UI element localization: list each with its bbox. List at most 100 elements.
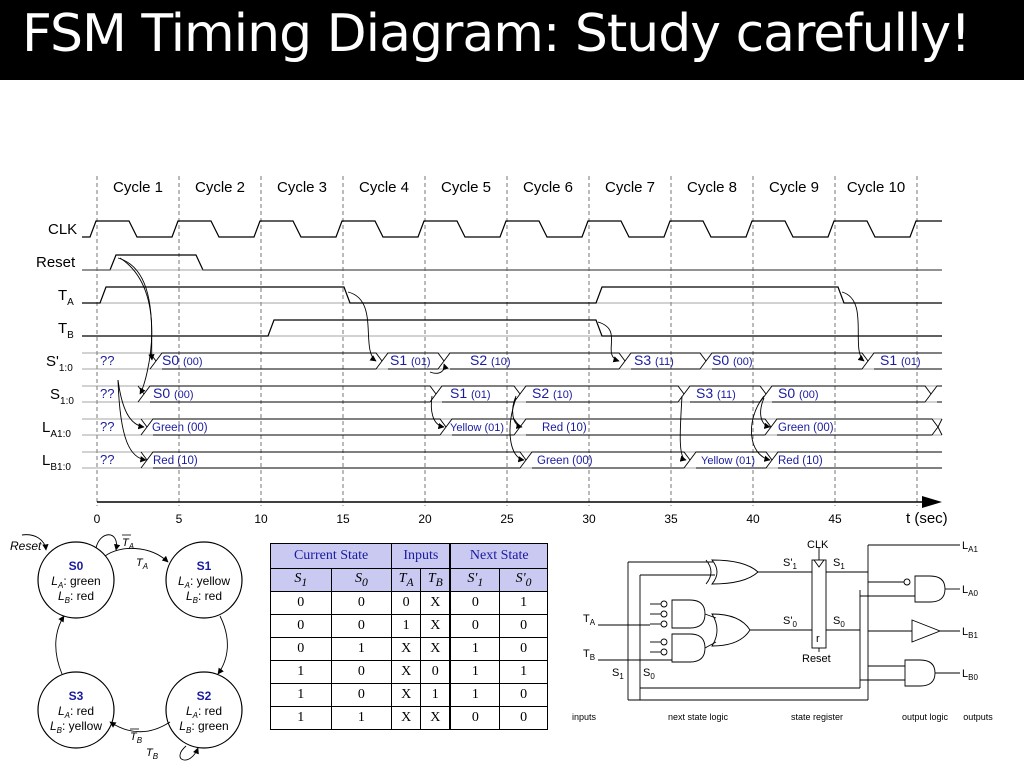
state-transitions <box>55 534 228 761</box>
reset-waveform <box>82 254 942 271</box>
table-cell: 0 <box>499 706 548 730</box>
la-label: LA1:0 <box>42 419 71 440</box>
la-value: Yellow (01) <box>450 422 504 434</box>
unknown-value: ?? <box>100 419 114 434</box>
output-la1: LA1 <box>962 540 978 554</box>
table-cell: 0 <box>391 591 422 615</box>
s-value: S2 (10) <box>532 385 573 401</box>
table-group-header: Next State <box>449 543 549 569</box>
table-cell: 0 <box>270 637 332 661</box>
table-cell: 1 <box>270 706 332 730</box>
sp0-label: S'0 <box>783 615 797 629</box>
sp-value: S3 (11) <box>634 352 674 368</box>
table-cell: 0 <box>330 614 393 638</box>
reset-label: Reset <box>36 254 76 271</box>
table-cell: X <box>391 706 422 730</box>
table-cell: 0 <box>449 591 501 615</box>
sprime-label: S'1:0 <box>46 353 73 374</box>
time-axis: 0 5 10 15 20 25 30 35 40 45 t (sec) <box>94 496 948 527</box>
tick-label: 25 <box>500 512 514 526</box>
cycle-label: Cycle 8 <box>687 179 737 196</box>
output-lb0: LB0 <box>962 668 978 682</box>
lb-label: LB1:0 <box>42 452 71 473</box>
state-la: LA: red <box>186 704 222 720</box>
state-diagram: Reset S0 LA: green LB: red S1 LA: yellow… <box>10 534 243 761</box>
ta-label: TA <box>58 287 74 308</box>
lb-value: Red (10) <box>778 455 823 467</box>
lb-value: Yellow (01) <box>701 455 755 467</box>
unknown-value: ?? <box>100 353 114 368</box>
s1-label: S1 <box>833 557 845 571</box>
tick-label: 0 <box>94 512 101 526</box>
s-label: S1:0 <box>50 386 74 407</box>
output-lb1: LB1 <box>962 626 978 640</box>
ta-input-label: TA <box>583 613 596 627</box>
table-cell: 0 <box>270 591 332 615</box>
table-cell: 1 <box>449 683 501 707</box>
table-cell: 1 <box>449 660 501 684</box>
tick-label: 5 <box>176 512 183 526</box>
state-lb: LB: red <box>58 589 94 605</box>
state-s2: S2 LA: red LB: green <box>165 671 243 749</box>
table-cell: 1 <box>270 660 332 684</box>
reset-label: Reset <box>10 539 42 553</box>
s-value: S1 (01) <box>450 385 491 401</box>
sprime-bus: ?? S0 (00) S1 (01) S2 (10) S3 (11) S0 (0… <box>82 352 942 370</box>
r-label: r <box>816 633 820 645</box>
table-cell: X <box>420 637 451 661</box>
causality-arrows <box>117 257 865 463</box>
section-label: next state logic <box>668 712 729 722</box>
slide-title: FSM Timing Diagram: Study carefully! <box>22 4 971 64</box>
table-cell: X <box>391 660 422 684</box>
section-label: inputs <box>572 712 597 722</box>
table-cell: 0 <box>499 683 548 707</box>
s1-input-label: S1 <box>612 667 624 681</box>
table-cell: 1 <box>330 706 393 730</box>
table-cell: X <box>391 683 422 707</box>
cycle-label: Cycle 4 <box>359 179 409 196</box>
la-value: Red (10) <box>542 422 587 434</box>
table-column-header: S'0 <box>499 568 548 592</box>
cycle-label: Cycle 3 <box>277 179 327 196</box>
table-column-header: S1 <box>270 568 332 592</box>
s-bus: ?? S0 (00) S1 (01) S2 (10) S3 (11) S0 (0… <box>82 385 942 403</box>
state-s3: S3 LA: red LB: yellow <box>37 671 115 749</box>
table-cell: 1 <box>499 660 548 684</box>
sp-value: S1 (01) <box>880 352 921 368</box>
ta-condition: TA <box>136 557 148 571</box>
state-s0: S0 LA: green LB: red <box>37 541 115 619</box>
cycle-label: Cycle 5 <box>441 179 491 196</box>
table-cell: 0 <box>270 614 332 638</box>
circuit-section-labels: inputs next state logic state register o… <box>572 712 993 722</box>
unknown-value: ?? <box>100 452 114 467</box>
sp-value: S2 (10) <box>470 352 511 368</box>
sp-value: S1 (01) <box>390 352 431 368</box>
tick-label: 45 <box>828 512 842 526</box>
table-cell: 0 <box>330 591 393 615</box>
state-name: S3 <box>69 689 84 703</box>
sp-value: S0 (00) <box>712 352 753 368</box>
state-s1: S1 LA: yellow LB: red <box>165 541 243 619</box>
table-cell: 1 <box>449 637 501 661</box>
table-cell: 0 <box>449 706 501 730</box>
state-lb: LB: red <box>186 589 222 605</box>
table-cell: 1 <box>391 614 422 638</box>
table-column-header: S0 <box>330 568 393 592</box>
section-label: outputs <box>963 712 993 722</box>
lb-value: Green (00) <box>537 455 593 467</box>
state-la: LA: yellow <box>178 574 230 590</box>
cycle-boundaries <box>96 176 918 506</box>
timing-diagram: Cycle 1 Cycle 2 Cycle 3 Cycle 4 Cycle 5 … <box>36 176 948 527</box>
output-la0: LA0 <box>962 584 978 598</box>
table-cell: 0 <box>499 637 548 661</box>
clk-waveform <box>82 220 942 238</box>
state-name: S1 <box>197 559 212 573</box>
sp1-label: S'1 <box>783 557 797 571</box>
table-cell: 0 <box>449 614 501 638</box>
state-lb: LB: green <box>179 719 228 735</box>
tb-waveform <box>82 319 942 337</box>
axis-label: t (sec) <box>906 510 948 527</box>
